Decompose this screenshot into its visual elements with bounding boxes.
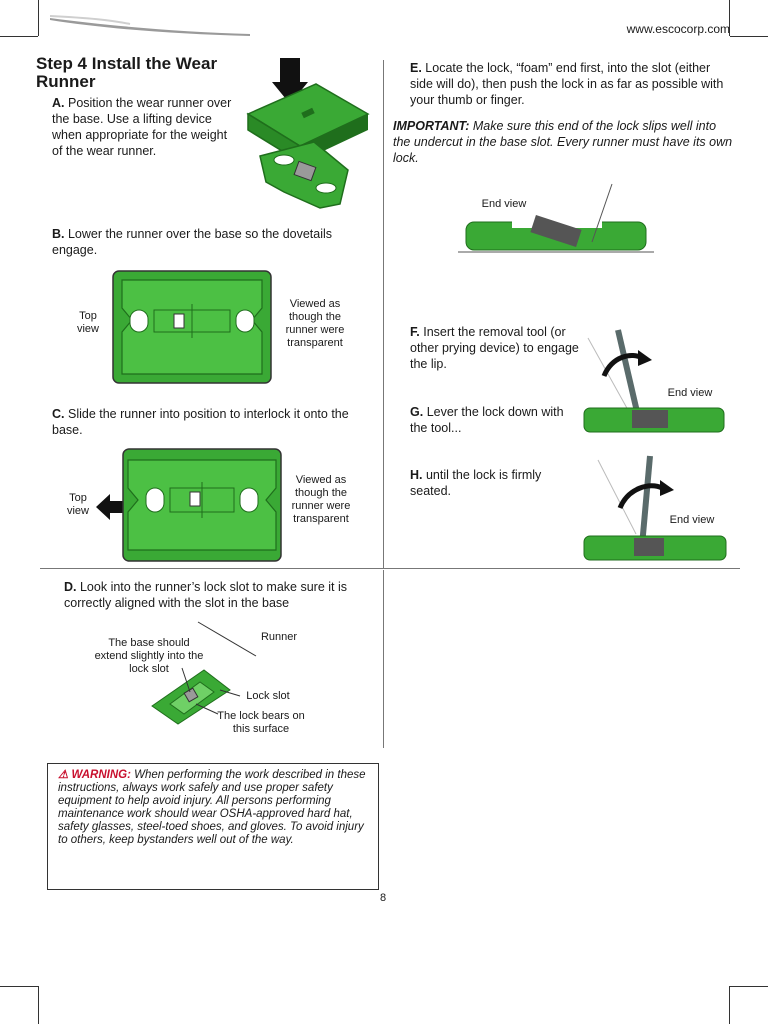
end-view-label: End view (481, 198, 527, 210)
important-note: IMPORTANT: Make sure this end of the loc… (393, 118, 733, 166)
step-a-text: Position the wear runner over the base. … (52, 96, 232, 158)
crop-mark (0, 986, 38, 987)
step-a-letter: A. (52, 96, 65, 110)
runner-top-view-aligned (122, 448, 282, 562)
crop-mark (38, 986, 39, 1024)
step-b: B. Lower the runner over the base so the… (52, 226, 372, 258)
header-swoosh (50, 15, 250, 36)
warning-box: ⚠ WARNING: When performing the work desc… (47, 763, 379, 890)
step-c-text: Slide the runner into position to interl… (52, 407, 349, 437)
step-h-letter: H. (410, 468, 423, 482)
crop-mark (729, 986, 730, 1024)
step-c-letter: C. (52, 407, 65, 421)
warning-text: When performing the work described in th… (58, 769, 366, 846)
step-f: F. Insert the removal tool (or other pry… (410, 324, 580, 372)
step-d-letter: D. (64, 580, 77, 594)
base-extend-label: The base should extend slightly into the… (94, 637, 204, 675)
step-b-text: Lower the runner over the base so the do… (52, 227, 333, 257)
removal-tool-insert-illustration (583, 329, 725, 433)
warning-label: WARNING: (71, 769, 131, 781)
step-g-text: Lever the lock down with the tool... (410, 405, 564, 435)
crop-mark (729, 0, 730, 36)
lock-slot-label: Lock slot (246, 690, 290, 702)
warning-icon: ⚠ (58, 769, 69, 781)
step-a: A. Position the wear runner over the bas… (52, 95, 237, 159)
crop-mark (730, 986, 768, 987)
page-title: Step 4 Install the Wear Runner (36, 54, 218, 91)
step-e-letter: E. (410, 61, 422, 75)
viewed-as-transparent-label: Viewed as though the runner were transpa… (285, 298, 345, 349)
top-view-label: Top view (66, 492, 89, 517)
end-view-label: End view (667, 387, 713, 399)
runner-lowering-illustration (246, 58, 370, 209)
step-g: G. Lever the lock down with the tool... (410, 404, 570, 436)
slide-left-arrow-icon (96, 494, 126, 520)
lock-seated-illustration (583, 455, 727, 561)
end-view-label: End view (669, 514, 715, 526)
runner-top-view-offset (112, 270, 272, 384)
column-divider (383, 570, 384, 748)
page-number: 8 (380, 892, 387, 904)
step-g-letter: G. (410, 405, 424, 419)
important-label: IMPORTANT: (393, 119, 470, 133)
header-url[interactable]: www.escocorp.com (626, 22, 730, 36)
end-view-lock-insert-illustration (458, 183, 654, 253)
crop-mark (0, 36, 38, 37)
step-h: H. until the lock is firmly seated. (410, 467, 570, 499)
column-divider (383, 60, 384, 568)
step-f-text: Insert the removal tool (or other prying… (410, 325, 579, 371)
section-divider (40, 568, 740, 569)
step-b-letter: B. (52, 227, 65, 241)
step-e: E. Locate the lock, “foam” end first, in… (410, 60, 730, 108)
top-view-label: Top view (76, 310, 99, 335)
important-text: Make sure this end of the lock slips wel… (393, 119, 733, 165)
step-e-text: Locate the lock, “foam” end first, into … (410, 61, 724, 107)
crop-mark (730, 36, 768, 37)
crop-mark (38, 0, 39, 36)
step-h-text: until the lock is firmly seated. (410, 468, 542, 498)
step-f-letter: F. (410, 325, 420, 339)
step-d: D. Look into the runner’s lock slot to m… (64, 579, 374, 611)
step-c: C. Slide the runner into position to int… (52, 406, 372, 438)
step-d-text: Look into the runner’s lock slot to make… (64, 580, 348, 610)
lock-bears-label: The lock bears on this surface (217, 710, 305, 735)
lock-slot-detail-illustration (151, 621, 257, 725)
runner-label: Runner (260, 631, 298, 643)
viewed-as-transparent-label: Viewed as though the runner were transpa… (291, 474, 351, 525)
